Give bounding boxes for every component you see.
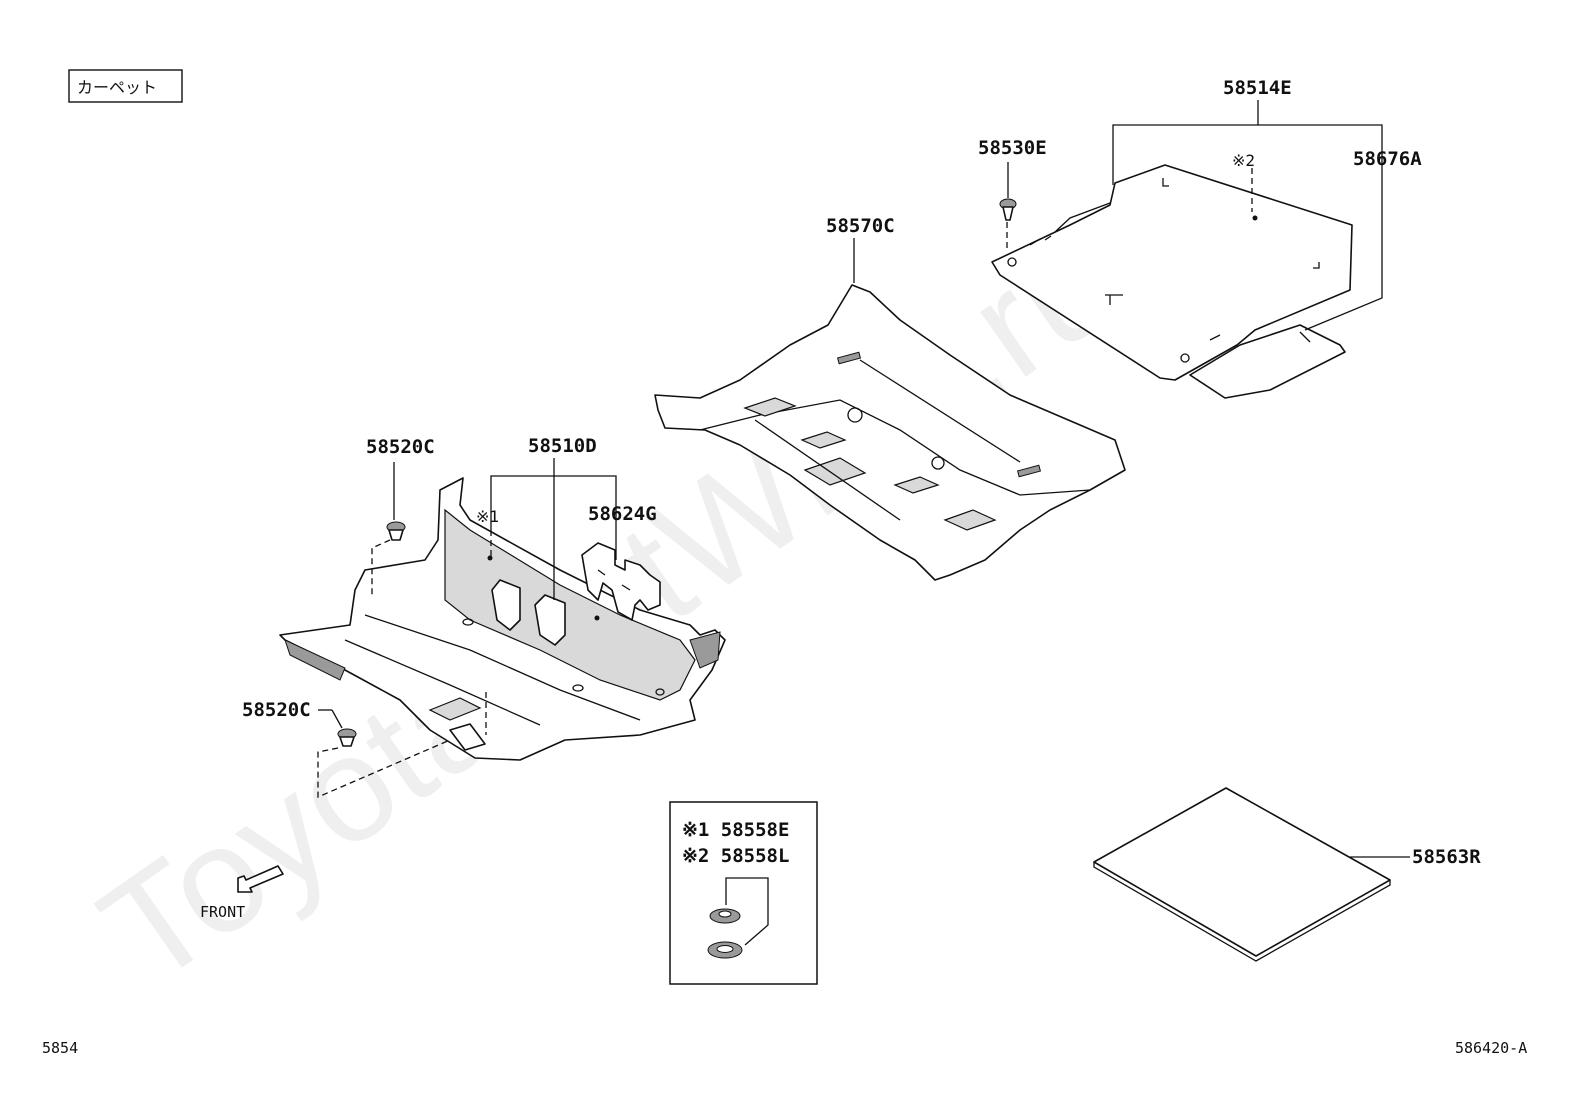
legend-line-1: ※1 58558E (682, 819, 789, 841)
label-58570C: 58570C (826, 215, 895, 237)
label-58510D: 58510D (528, 435, 597, 457)
clip-58530E: 58530E (978, 137, 1047, 250)
label-58514E: 58514E (1223, 77, 1292, 99)
floor-mat-58563R: 58563R (1093, 787, 1481, 962)
note-1-marker: ※1 (476, 507, 499, 526)
rear-floor-mat-lower-58676A (1189, 324, 1346, 399)
label-58520C-bottom: 58520C (242, 699, 311, 721)
grommet-legend-box: ※1 58558E ※2 58558L (669, 801, 818, 985)
drawing-code: 586420-A (1455, 1039, 1527, 1057)
section-box-label: カーペット (77, 78, 157, 97)
clip-58520C-top: 58520C (366, 436, 435, 595)
front-floor-carpet-58510D (279, 477, 726, 761)
label-58676A: 58676A (1353, 148, 1422, 170)
label-58530E: 58530E (978, 137, 1047, 159)
front-direction-arrow: FRONT (200, 865, 284, 921)
heel-pad-58624G (581, 542, 661, 621)
label-58624G: 58624G (588, 503, 657, 525)
page-code: 5854 (42, 1039, 78, 1057)
rear-floor-mat-58514E (991, 164, 1353, 381)
label-58563R: 58563R (1412, 846, 1481, 868)
clip-58520C-bottom: 58520C (242, 692, 487, 798)
section-box: カーペット (68, 69, 183, 103)
front-label: FRONT (200, 903, 245, 921)
note-2-marker: ※2 (1232, 151, 1255, 170)
leader-58514E (1112, 124, 1383, 331)
legend-line-2: ※2 58558L (682, 845, 789, 867)
floor-carpet-58570C (654, 284, 1126, 581)
label-58520C-top: 58520C (366, 436, 435, 458)
